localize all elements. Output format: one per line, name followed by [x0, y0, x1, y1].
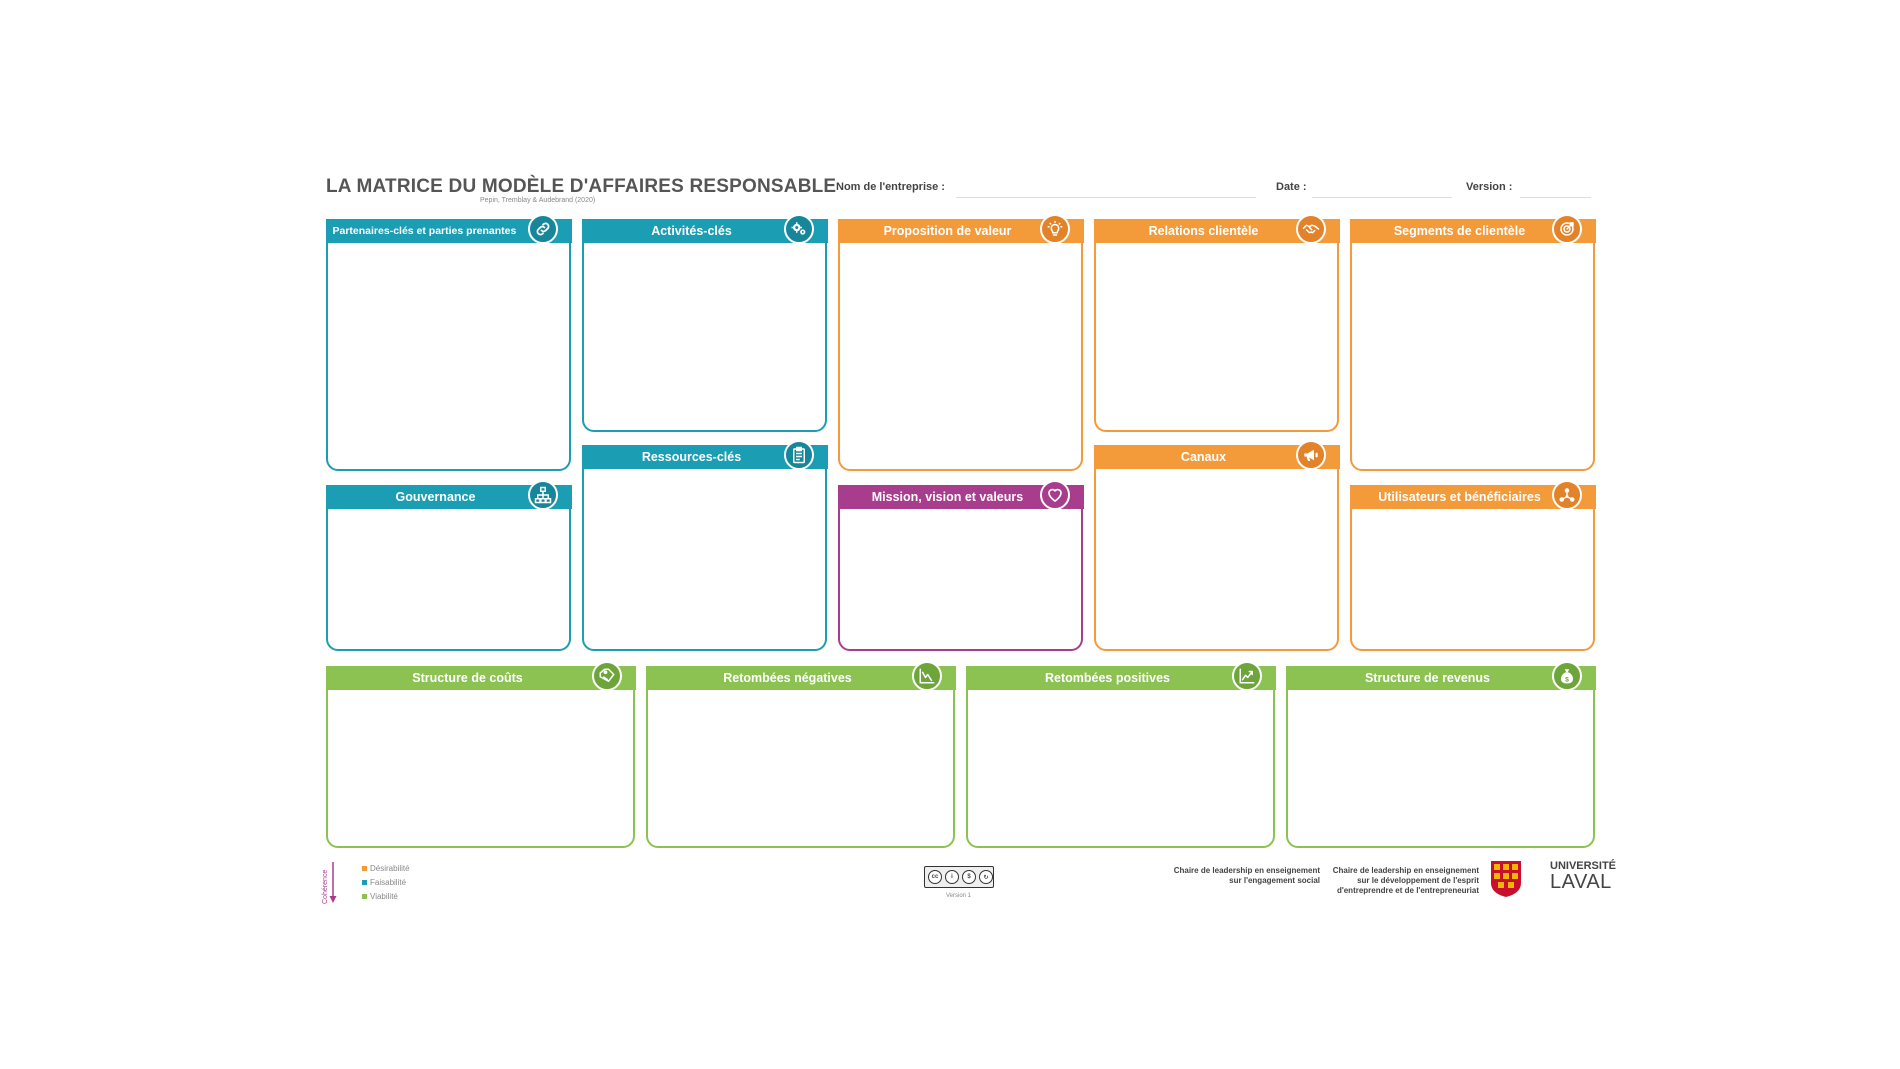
box-key-partners[interactable]: Partenaires-clés et parties prenantes	[325, 214, 572, 471]
university-logo: UNIVERSITÉ LAVAL	[1550, 860, 1617, 893]
license-version: Version 1	[946, 893, 972, 899]
box-channels[interactable]: Canaux	[1093, 440, 1340, 651]
version-field[interactable]	[1520, 197, 1591, 198]
chart-up-icon	[1232, 661, 1262, 691]
box-revenue-structure[interactable]: Structure de revenus $	[1285, 661, 1596, 848]
company-name-field[interactable]	[956, 197, 1256, 198]
company-name-label: Nom de l'entreprise :	[836, 181, 945, 193]
org-chart-icon	[528, 480, 558, 510]
box-key-activities[interactable]: Activités-clés	[581, 214, 828, 432]
cc-license-badge[interactable]: cc i $ ↻	[924, 866, 994, 888]
legend-item-feasibility: Faisabilité	[362, 876, 410, 890]
legend-item-viability: Viabilité	[362, 890, 410, 904]
box-customer-segments[interactable]: Segments de clientèle	[1349, 214, 1596, 471]
box-revenue-structure-title: Structure de revenus	[1285, 665, 1596, 690]
handshake-icon	[1296, 214, 1326, 244]
box-mission-vision-values[interactable]: Mission, vision et valeurs	[837, 480, 1084, 651]
megaphone-icon	[1296, 440, 1326, 470]
box-negative-impacts[interactable]: Retombées négatives	[645, 661, 956, 848]
legend: Désirabilité Faisabilité Viabilité	[362, 862, 410, 904]
box-value-proposition[interactable]: Proposition de valeur	[837, 214, 1084, 471]
chart-down-icon	[912, 661, 942, 691]
target-icon	[1552, 214, 1582, 244]
cc-icon: cc	[928, 870, 942, 884]
box-users-beneficiaries[interactable]: Utilisateurs et bénéficiaires	[1349, 480, 1596, 651]
version-label: Version :	[1466, 181, 1513, 193]
coherence-arrow	[329, 862, 337, 903]
box-negative-impacts-title: Retombées négatives	[645, 665, 956, 690]
svg-text:$: $	[1565, 676, 1569, 683]
chair-entrepreneurship: Chaire de leadership en enseignement sur…	[1332, 866, 1479, 895]
money-bag-icon: $	[1552, 661, 1582, 691]
price-tag-icon	[592, 661, 622, 691]
lightbulb-icon	[1040, 214, 1070, 244]
by-icon: i	[945, 870, 959, 884]
gears-icon	[784, 214, 814, 244]
box-customer-relationships[interactable]: Relations clientèle	[1093, 214, 1340, 432]
chair-social-engagement: Chaire de leadership en enseignement sur…	[1173, 866, 1320, 885]
date-field[interactable]	[1312, 197, 1452, 198]
nc-icon: $	[962, 870, 976, 884]
sa-icon: ↻	[979, 870, 993, 884]
page-subtitle: Pepin, Tremblay & Audebrand (2020)	[480, 197, 596, 204]
box-positive-impacts-title: Retombées positives	[965, 665, 1276, 690]
box-cost-structure-title: Structure de coûts	[325, 665, 636, 690]
page-title: LA MATRICE DU MODÈLE D'AFFAIRES RESPONSA…	[326, 176, 837, 197]
coherence-label: Cohérence	[322, 869, 329, 904]
clipboard-icon	[784, 440, 814, 470]
network-icon	[1552, 480, 1582, 510]
box-positive-impacts[interactable]: Retombées positives	[965, 661, 1276, 848]
box-cost-structure[interactable]: Structure de coûts	[325, 661, 636, 848]
legend-item-desirability: Désirabilité	[362, 862, 410, 876]
box-governance[interactable]: Gouvernance	[325, 480, 572, 651]
link-icon	[528, 214, 558, 244]
university-crest-icon	[1491, 861, 1521, 897]
heart-icon	[1040, 480, 1070, 510]
date-label: Date :	[1276, 181, 1307, 193]
box-key-resources[interactable]: Ressources-clés	[581, 440, 828, 651]
